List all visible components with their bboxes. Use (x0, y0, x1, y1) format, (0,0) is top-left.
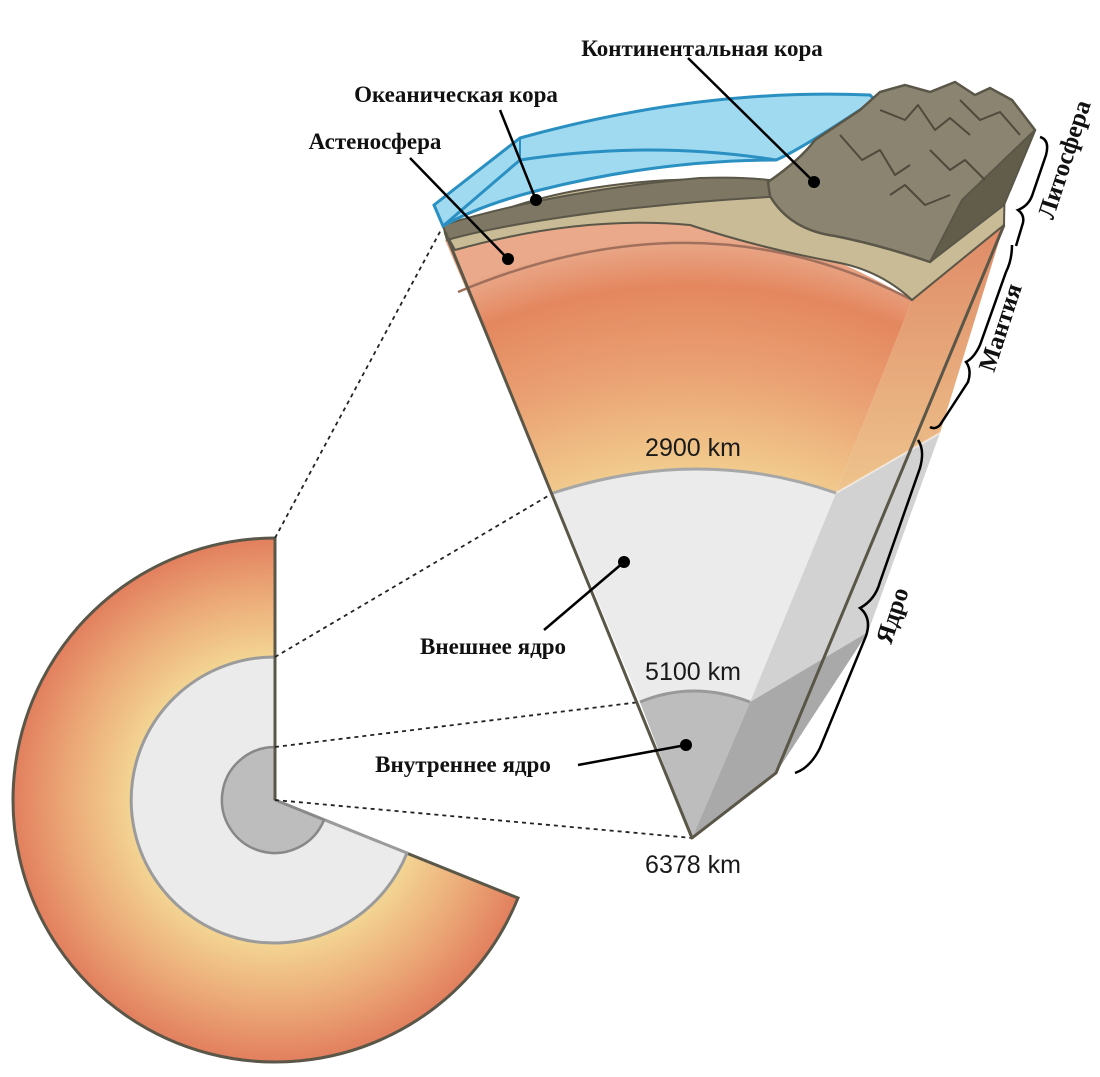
asthenosphere-marker (502, 253, 514, 265)
wedge-outline (443, 224, 1006, 840)
mantle-layer (445, 214, 912, 493)
lithosphere-label: Литосфера (1033, 97, 1097, 223)
side-braces (794, 135, 1049, 775)
pointers (409, 57, 815, 767)
asthenosphere-band (457, 241, 913, 302)
wedge-side-face (692, 225, 1004, 838)
mantle-brace (929, 244, 1014, 430)
ocean-water (432, 92, 878, 229)
outer-core-label: Внешнее ядро (420, 634, 566, 659)
inner-core-marker (680, 739, 692, 751)
projection-lines (274, 227, 693, 839)
core-brace (794, 439, 924, 775)
crust-layers (432, 80, 1037, 302)
outer-core-layer (553, 469, 836, 702)
depth-6378-label: 6378 km (645, 851, 741, 879)
depth-2900-label: 2900 km (645, 434, 741, 462)
cross-section-inner-core (220, 745, 326, 855)
earth-cross-section (11, 536, 520, 1064)
inner-core-layer (640, 691, 750, 838)
continental-crust-label: Континентальная кора (581, 36, 823, 61)
outer-core-marker (618, 556, 630, 568)
continental-crust-marker (808, 176, 820, 188)
inner-core-label: Внутреннее ядро (375, 752, 551, 777)
depth-5100-label: 5100 km (645, 658, 741, 686)
lithosphere-brace (1014, 135, 1049, 247)
wedge-front-face (445, 214, 913, 838)
oceanic-crust-marker (530, 194, 542, 206)
asthenosphere-label: Астеносфера (309, 129, 442, 154)
oceanic-crust-label: Океаническая кора (354, 82, 558, 107)
continental-crust-side (929, 129, 1036, 263)
